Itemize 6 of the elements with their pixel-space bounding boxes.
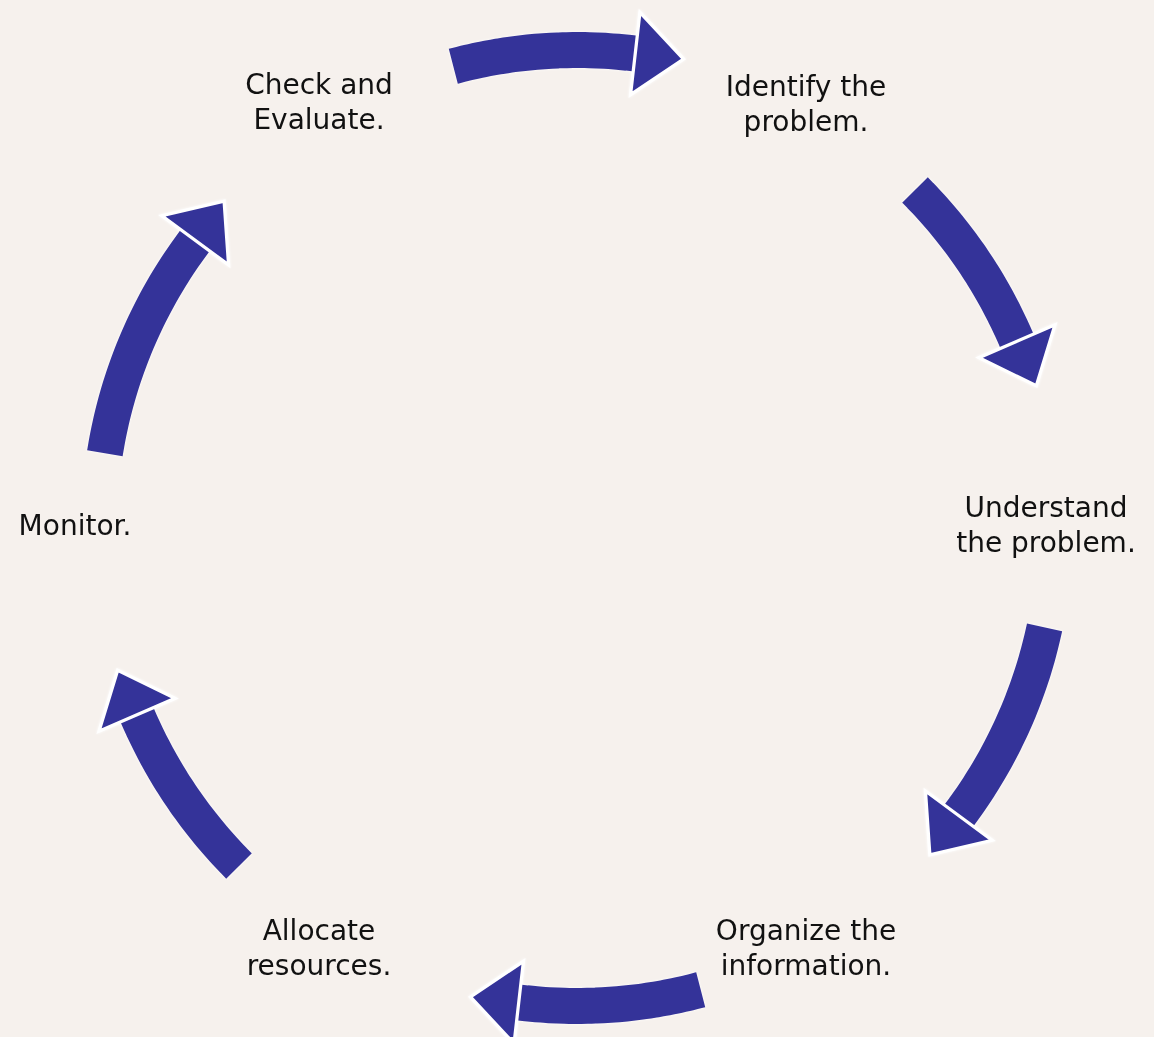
step-label: Organize the information.	[714, 913, 898, 983]
step-label: Check and Evaluate.	[244, 67, 394, 137]
step-label: Monitor.	[17, 507, 133, 543]
step-label: Understand the problem.	[955, 490, 1137, 560]
step-label: Allocate resources.	[245, 913, 393, 983]
step-label: Identify the problem.	[724, 69, 888, 139]
